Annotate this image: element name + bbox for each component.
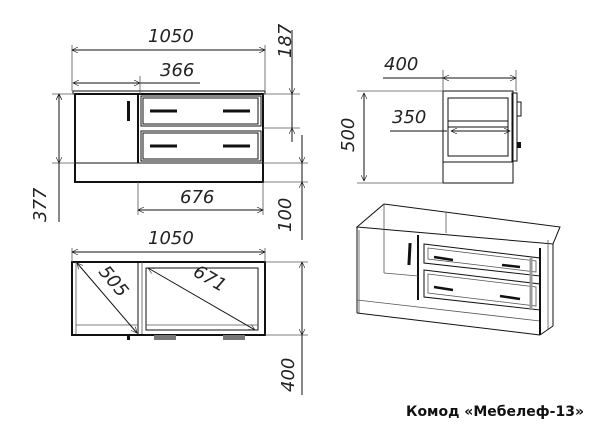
front-view: 1050 366 676 377 187 100 — [30, 23, 308, 240]
dim-drawers-width: 676 — [180, 187, 214, 208]
dim-top-depth: 400 — [278, 358, 299, 392]
product-caption: Комод «Мебелеф-13» — [406, 404, 585, 420]
dim-door-width: 366 — [160, 60, 194, 81]
dim-side-depth: 400 — [384, 54, 418, 75]
dim-drawer-diagonal: 671 — [190, 261, 230, 296]
dim-drawer-height: 187 — [275, 23, 296, 58]
isometric-view — [355, 203, 561, 336]
dim-side-height: 500 — [338, 118, 359, 152]
dim-front-width: 1050 — [148, 26, 194, 47]
side-view: 400 350 500 — [338, 54, 522, 184]
door-handle-icon — [127, 101, 130, 121]
dim-body-height: 377 — [30, 187, 51, 222]
dim-top-width: 1050 — [148, 228, 194, 249]
dim-door-diagonal: 505 — [94, 262, 132, 302]
dim-drawer-depth: 350 — [392, 107, 426, 128]
dim-plinth-height: 100 — [275, 198, 296, 232]
top-view: 505 671 1050 400 — [71, 228, 308, 395]
